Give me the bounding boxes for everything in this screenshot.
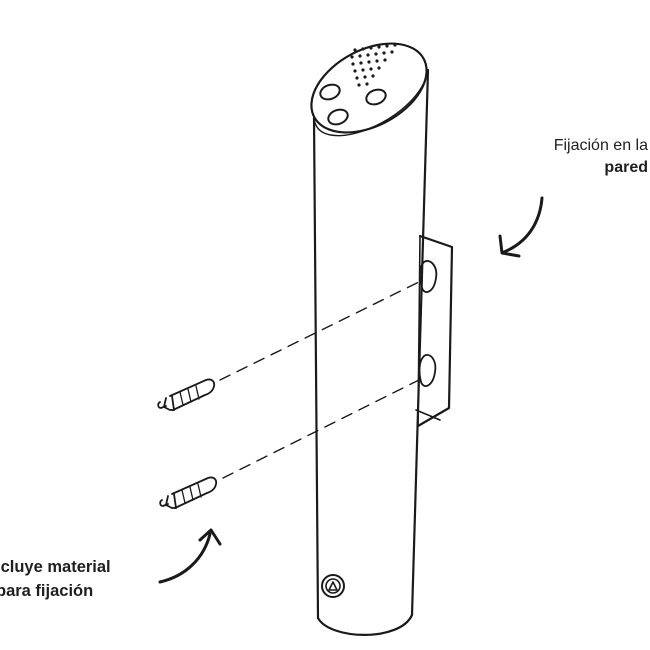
extinguisher-dot-grid <box>350 43 397 87</box>
keyhole-slot-lower <box>418 354 437 387</box>
wall-anchor-upper <box>157 378 216 411</box>
fixing-kit-label: Icluye material para fijación <box>0 555 111 603</box>
curved-arrow-down-left-icon <box>498 196 544 258</box>
fixing-kit-label-line1: Icluye material <box>0 558 111 576</box>
butt-hole-left <box>319 83 341 101</box>
wall-mount-label: Fijación en la pared <box>554 135 648 179</box>
wall-anchor-lower <box>159 476 218 509</box>
ashtray-top-opening <box>310 42 428 134</box>
ashtray-top-holes <box>319 83 387 126</box>
wall-mount-label-line1: Fijación en la <box>553 137 648 154</box>
fixing-kit-label-line2: para fijación <box>0 582 94 600</box>
lock-icon <box>321 574 345 598</box>
ashtray-pole <box>310 42 430 636</box>
wall-mount-label-line2: pared <box>604 159 648 176</box>
curved-arrow-up-right-icon <box>158 528 222 584</box>
keyhole-slot-upper <box>419 260 438 293</box>
mounting-guide-lines <box>219 279 424 479</box>
butt-hole-right <box>365 88 387 106</box>
butt-hole-bottom <box>327 108 349 126</box>
